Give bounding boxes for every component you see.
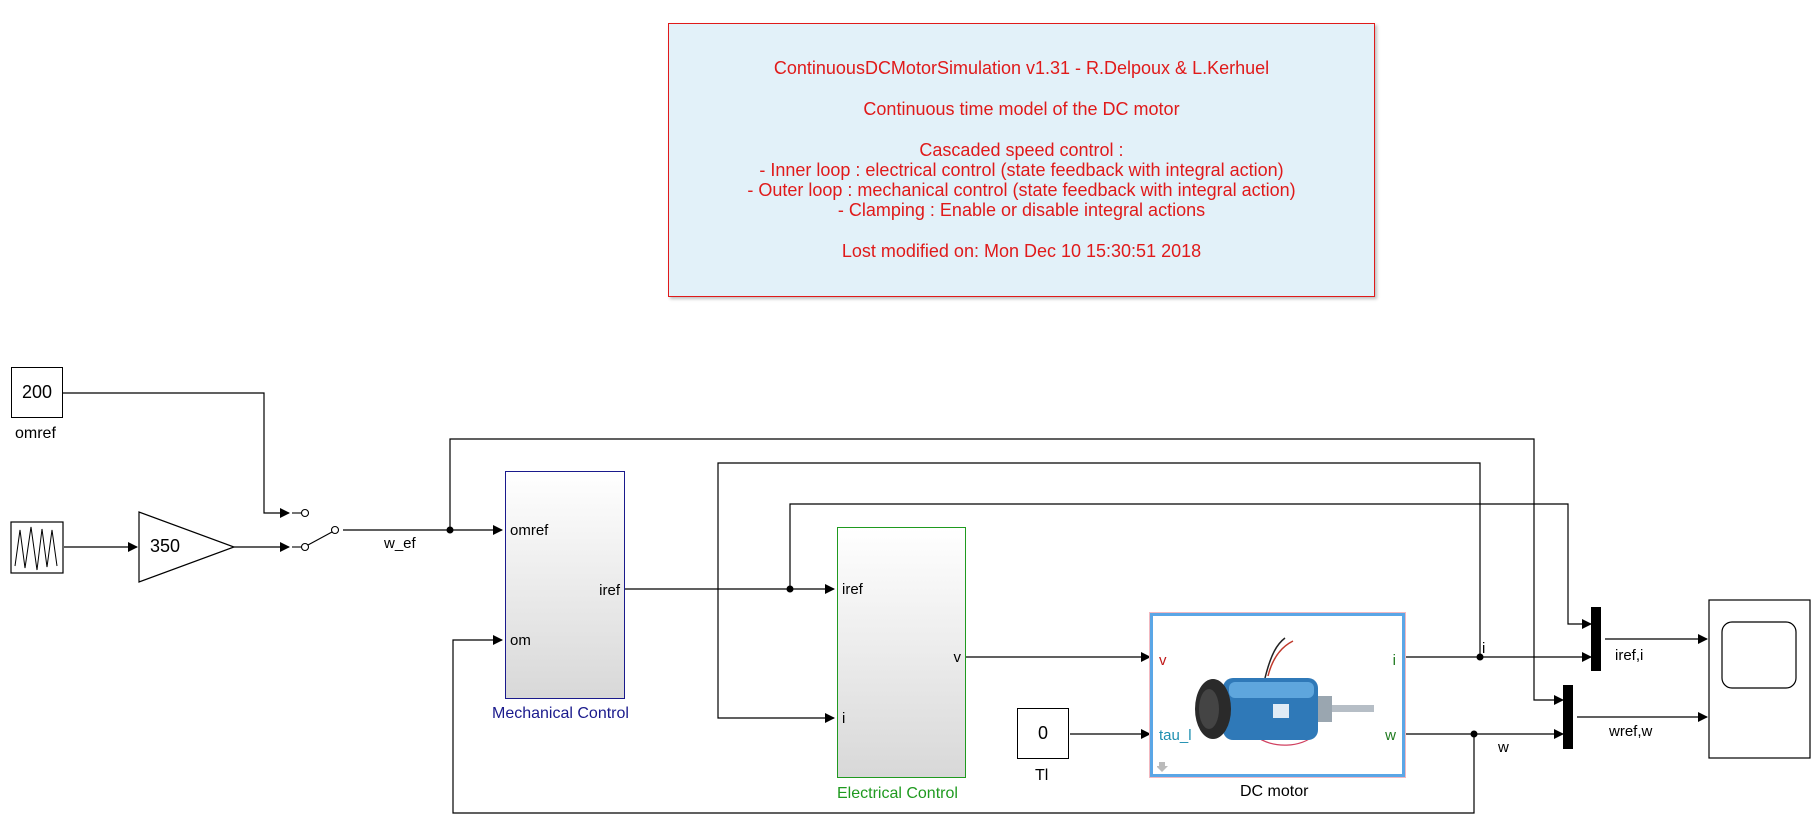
- annotation-bullet-2: - Outer loop : mechanical control (state…: [747, 180, 1296, 200]
- mechanical-control-label: Mechanical Control: [492, 705, 629, 722]
- scope-block[interactable]: [1708, 599, 1811, 759]
- mechanical-control-block[interactable]: omref om iref: [505, 471, 625, 699]
- mux-wref-w[interactable]: [1563, 685, 1573, 749]
- signal-label-wref-w: wref,w: [1609, 723, 1653, 740]
- mechanical-port-omref: omref: [510, 522, 549, 539]
- omref-constant-block[interactable]: 200: [11, 367, 63, 418]
- signal-label-w-ef: w_ef: [384, 535, 416, 552]
- motor-port-i: i: [1392, 652, 1396, 669]
- dc-motor-label: DC motor: [1240, 783, 1309, 800]
- signal-label-w: w: [1498, 739, 1509, 756]
- down-arrow-icon: [1157, 762, 1168, 772]
- dc-motor-image: [1195, 637, 1374, 746]
- signal-label-iref-i: iref,i: [1615, 647, 1644, 664]
- motor-port-v: v: [1159, 652, 1167, 669]
- annotation-subtitle: Continuous time model of the DC motor: [863, 99, 1180, 119]
- motor-port-w: w: [1385, 727, 1396, 744]
- signal-label-i: i: [1482, 640, 1486, 657]
- electrical-port-v: v: [953, 649, 962, 666]
- electrical-control-block[interactable]: iref i v: [837, 527, 966, 778]
- gain-value: 350: [150, 536, 181, 556]
- tl-constant-value: 0: [1037, 723, 1048, 743]
- mechanical-port-iref: iref: [599, 582, 620, 599]
- annotation-bullet-3: - Clamping : Enable or disable integral …: [837, 200, 1206, 220]
- annotation-bullet-1: - Inner loop : electrical control (state…: [759, 160, 1284, 180]
- electrical-port-iref: iref: [842, 581, 863, 598]
- annotation-modified: Lost modified on: Mon Dec 10 15:30:51 20…: [841, 241, 1202, 261]
- motor-port-tau-l: tau_l: [1159, 727, 1192, 744]
- electrical-port-i: i: [842, 710, 846, 727]
- signal-generator-block[interactable]: [10, 521, 64, 574]
- model-annotation: ContinuousDCMotorSimulation v1.31 - R.De…: [668, 23, 1375, 297]
- tl-constant-block[interactable]: 0: [1017, 708, 1069, 759]
- annotation-control-heading: Cascaded speed control :: [919, 140, 1124, 160]
- gain-block[interactable]: [138, 511, 236, 583]
- electrical-control-label: Electrical Control: [837, 785, 958, 802]
- omref-constant-value: 200: [21, 382, 53, 402]
- tl-constant-label: Tl: [1035, 767, 1049, 784]
- mechanical-port-om: om: [510, 632, 531, 649]
- omref-constant-label: omref: [15, 425, 56, 442]
- mux-iref-i[interactable]: [1591, 607, 1601, 671]
- manual-switch[interactable]: [292, 508, 340, 552]
- dc-motor-block[interactable]: v tau_l i w: [1149, 612, 1406, 778]
- annotation-title: ContinuousDCMotorSimulation v1.31 - R.De…: [773, 58, 1270, 78]
